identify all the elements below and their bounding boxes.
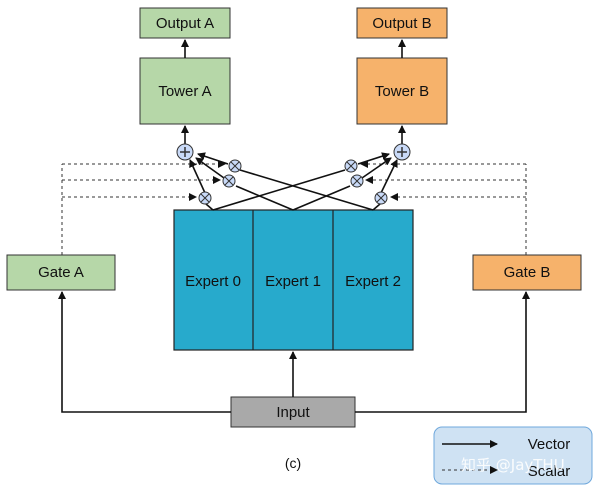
tower-b-label: Tower B — [375, 83, 429, 100]
output-a-label: Output A — [156, 15, 214, 32]
output-b-box: Output B — [356, 7, 448, 39]
vector-arrows — [58, 39, 530, 413]
experts-block: Expert 0 Expert 1 Expert 2 — [173, 209, 414, 351]
expert-to-gate-lines — [189, 152, 398, 211]
multiply-node-icon — [198, 191, 212, 205]
multiply-node-icon — [374, 191, 388, 205]
watermark-text: 知乎 @JayTHU — [461, 456, 565, 474]
legend: Vector Scalar — [433, 426, 593, 485]
figure-caption: (c) — [285, 455, 301, 471]
legend-scalar-label: Scalar — [528, 463, 571, 480]
gate-b-label: Gate B — [504, 264, 551, 281]
expert-2-label: Expert 2 — [345, 273, 401, 290]
tower-a-label: Tower A — [158, 83, 211, 100]
input-label: Input — [276, 404, 310, 421]
scalar-lines — [61, 160, 527, 255]
legend-vector-label: Vector — [528, 436, 571, 453]
tower-b-box: Tower B — [356, 57, 448, 125]
gate-a-label: Gate A — [38, 264, 84, 281]
multiply-node-icon — [344, 159, 358, 173]
multiply-node-icon — [222, 174, 236, 188]
output-b-label: Output B — [372, 15, 431, 32]
output-a-box: Output A — [139, 7, 231, 39]
sum-node-b-icon — [393, 143, 411, 161]
expert-0-label: Expert 0 — [185, 273, 241, 290]
sum-nodes — [176, 143, 411, 161]
multiply-node-icon — [228, 159, 242, 173]
multiply-nodes — [198, 159, 388, 205]
expert-1-label: Expert 1 — [265, 273, 321, 290]
tower-a-box: Tower A — [139, 57, 231, 125]
gate-a-box: Gate A — [6, 254, 116, 291]
multiply-node-icon — [350, 174, 364, 188]
sum-node-a-icon — [176, 143, 194, 161]
gate-b-box: Gate B — [472, 254, 582, 291]
input-box: Input — [230, 396, 356, 428]
